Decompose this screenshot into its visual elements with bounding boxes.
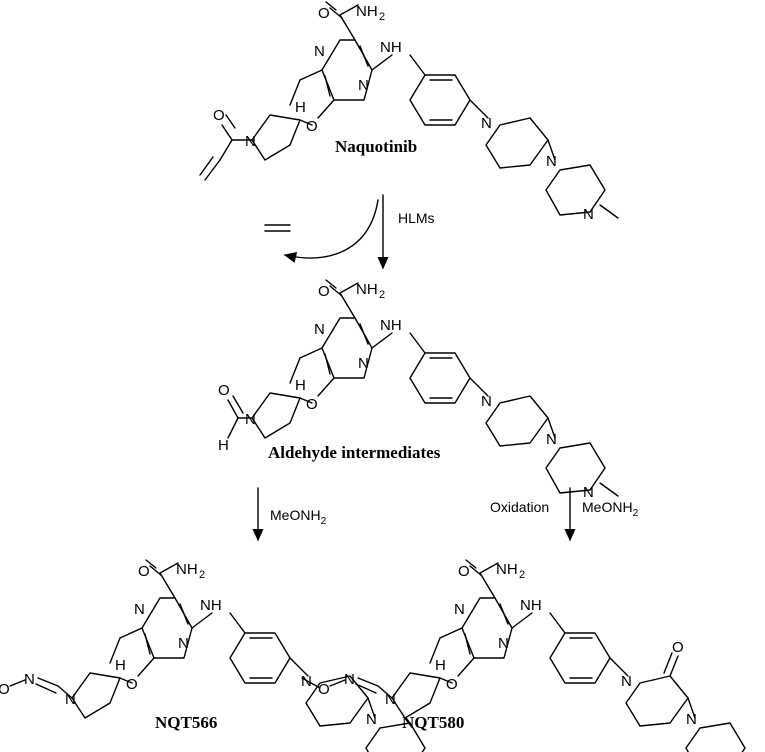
compound-name-aldehyde: Aldehyde intermediates xyxy=(268,443,441,462)
atom-label: N xyxy=(546,431,557,448)
atom-label: NH xyxy=(380,39,402,56)
atom-label: O xyxy=(458,563,470,580)
step1-arrow: HLMs xyxy=(264,194,435,270)
atom-label: N xyxy=(245,411,256,428)
atom-label: 2 xyxy=(519,569,525,581)
atom-label: H xyxy=(115,657,126,674)
atom-label: NH xyxy=(520,597,542,614)
atom-label: H xyxy=(435,657,446,674)
atom-label: O xyxy=(318,5,330,22)
atom-label: O xyxy=(318,681,330,698)
atom-label: N xyxy=(314,43,325,60)
atom-label: N xyxy=(686,711,697,728)
atom-label: H xyxy=(218,437,229,454)
atom-label: O xyxy=(672,639,684,656)
condition-oxidation: Oxidation xyxy=(490,499,549,515)
atom-label: N xyxy=(314,321,325,338)
atom-label: H xyxy=(295,377,306,394)
atom-label: O xyxy=(126,676,138,693)
atom-label: N xyxy=(481,393,492,410)
step2-right-arrow: Oxidation MeONH2 xyxy=(490,487,639,542)
atom-label: N xyxy=(498,635,509,652)
condition-meonh2-left: MeONH2 xyxy=(270,507,327,527)
compound-name-nqt580: NQT580 xyxy=(402,713,464,732)
atom-label: NH xyxy=(496,561,518,578)
atom-label: H xyxy=(295,99,306,116)
atom-label: O xyxy=(318,283,330,300)
atom-label: O xyxy=(446,676,458,693)
structure-nqt580: O NH 2 N N NH N N N O H N N O O NQT580 xyxy=(301,559,759,752)
atom-label: O xyxy=(138,563,150,580)
structure-aldehyde: O NH 2 N N NH N N N O H N O H Aldehyde i… xyxy=(218,279,619,501)
atom-label: N xyxy=(358,355,369,372)
atom-label: 2 xyxy=(379,289,385,301)
atom-label: 2 xyxy=(379,11,385,23)
atom-label: 2 xyxy=(199,569,205,581)
atom-label: N xyxy=(621,673,632,690)
atom-label: N xyxy=(358,77,369,94)
condition-hlms: HLMs xyxy=(398,210,435,226)
atom-label: N xyxy=(178,635,189,652)
atom-label: N xyxy=(454,601,465,618)
atom-label: N xyxy=(134,601,145,618)
atom-label: NH xyxy=(356,281,378,298)
atom-label: NH xyxy=(380,317,402,334)
atom-label: O xyxy=(213,107,225,124)
atom-label: NH xyxy=(200,597,222,614)
atom-label: O xyxy=(306,396,318,413)
atom-label: N xyxy=(245,133,256,150)
atom-label: N xyxy=(24,671,35,688)
atom-label: O xyxy=(306,118,318,135)
atom-label: O xyxy=(218,382,230,399)
atom-label: N xyxy=(546,153,557,170)
atom-label: N xyxy=(481,115,492,132)
atom-label: NH xyxy=(176,561,198,578)
compound-name-nqt566: NQT566 xyxy=(155,713,217,732)
condition-meonh2-right: MeONH2 xyxy=(582,499,639,519)
atom-label: N xyxy=(385,691,396,708)
atom-label: N xyxy=(583,206,594,223)
step2-left-arrow: MeONH2 xyxy=(252,487,327,542)
atom-label: N xyxy=(366,711,377,728)
atom-label: O xyxy=(0,681,10,698)
atom-label: N xyxy=(344,671,355,688)
compound-name-naquotinib: Naquotinib xyxy=(335,137,417,156)
atom-label: N xyxy=(301,673,312,690)
atom-label: N xyxy=(65,691,76,708)
atom-label: NH xyxy=(356,3,378,20)
structure-nqt566: O NH 2 N N NH N N N O H N N O NQT566 xyxy=(0,559,439,752)
structure-naquotinib: O NH 2 N N NH N N N O H N O Naquotinib xyxy=(199,1,619,223)
atom-label: N xyxy=(583,484,594,501)
